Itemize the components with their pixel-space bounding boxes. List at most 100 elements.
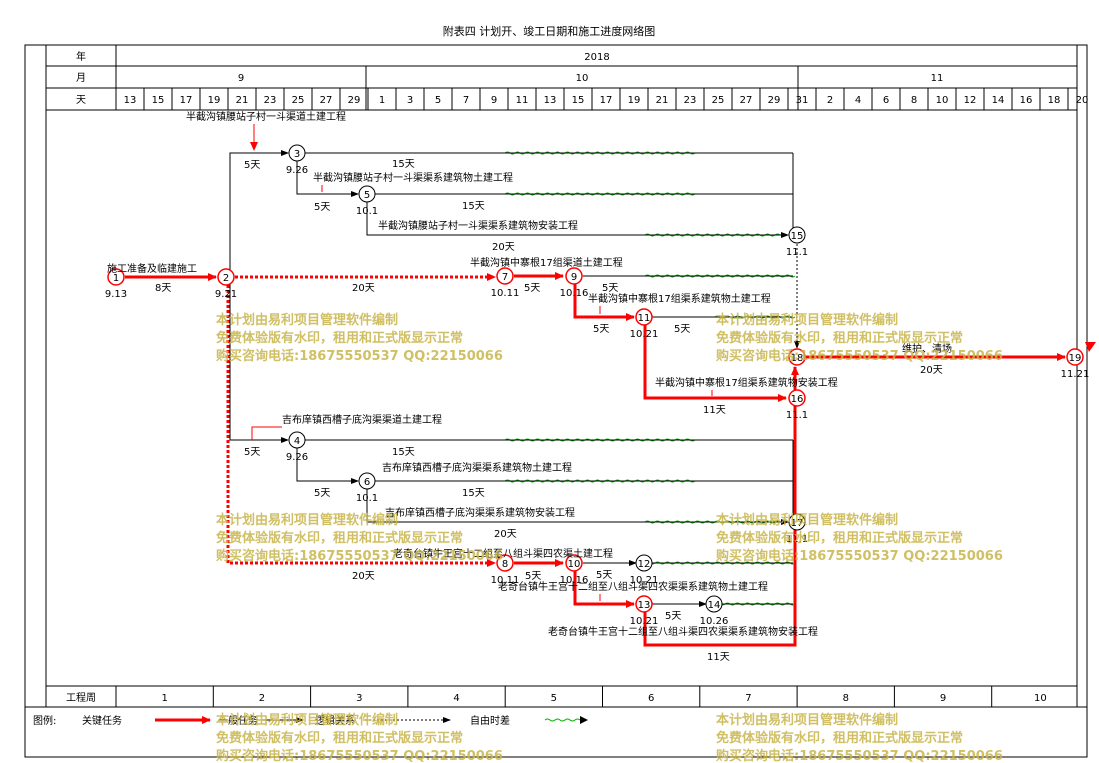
day-cell: 29 (348, 95, 361, 106)
task-14-duration: 20天 (920, 365, 943, 376)
end-flag-icon (1085, 342, 1096, 352)
node-id: 10 (568, 559, 581, 570)
day-cell: 31 (796, 95, 809, 106)
week-cell: 10 (1034, 693, 1047, 704)
task-7-name: 半截沟镇中寨根17组渠系建筑物安装工程 (655, 376, 838, 389)
node-date: 9.13 (105, 289, 127, 300)
month-10: 10 (576, 73, 589, 84)
watermark-line: 购买咨询电话:18675550537 QQ:22150066 (216, 348, 503, 364)
week-cell: 6 (648, 693, 654, 704)
day-cell: 23 (684, 95, 697, 106)
node-7: 710.11 (491, 267, 519, 299)
week-cell: 5 (551, 693, 557, 704)
task-6-name: 半截沟镇中寨根17组渠系建筑物土建工程 (588, 292, 771, 305)
week-cell: 7 (745, 693, 751, 704)
watermark-line: 本计划由易利项目管理软件编制 (716, 512, 898, 528)
day-cell: 19 (208, 95, 221, 106)
node-6: 610.1 (356, 472, 378, 504)
day-cell: 14 (992, 95, 1005, 106)
day-cell: 13 (544, 95, 557, 106)
node-id: 5 (364, 190, 370, 201)
node-id: 7 (502, 272, 508, 283)
outer-frame (24, 44, 1088, 758)
node-id: 14 (708, 600, 721, 611)
node-9: 910.16 (560, 267, 588, 299)
node-5: 510.1 (356, 185, 378, 217)
day-cell: 29 (768, 95, 781, 106)
node-date: 11.1 (786, 410, 808, 421)
day-cell: 8 (911, 95, 917, 106)
task-4-name: 半截沟镇腰站子村一斗渠渠系建筑物安装工程 (378, 219, 578, 232)
edge-label-20a: 20天 (352, 283, 375, 294)
node-date: 10.1 (356, 206, 378, 217)
day-cell: 10 (936, 95, 949, 106)
task-10-name: 吉布庠镇西槽子底沟渠渠系建筑物安装工程 (385, 506, 575, 519)
day-cell: 18 (1048, 95, 1061, 106)
day-cell: 15 (152, 95, 165, 106)
node-id: 6 (364, 477, 370, 488)
day-cell: 11 (516, 95, 529, 106)
node-date: 10.11 (491, 575, 520, 586)
task-8-name: 吉布庠镇西槽子底沟渠渠道土建工程 (282, 413, 442, 426)
day-cell: 9 (491, 95, 497, 106)
task-4-duration: 20天 (492, 242, 515, 253)
node-8: 810.11 (491, 554, 520, 586)
node-4: 49.26 (286, 431, 308, 463)
node-id: 13 (638, 600, 651, 611)
edge-label-20b: 20天 (352, 571, 375, 582)
legend-label: 图例: (33, 714, 56, 727)
watermark-line: 购买咨询电话:18675550537 QQ:22150066 (716, 348, 1003, 364)
general-tasks (229, 150, 794, 607)
day-cell: 25 (712, 95, 725, 106)
watermark-line: 本计划由易利项目管理软件编制 (716, 312, 898, 328)
day-cell: 25 (292, 95, 305, 106)
node-id: 8 (502, 559, 508, 570)
node-date: 11.21 (1061, 369, 1090, 380)
day-cell: 27 (320, 95, 333, 106)
week-cell: 9 (940, 693, 946, 704)
float-6b (644, 520, 781, 524)
node-id: 18 (791, 353, 804, 364)
float-label-6: 15天 (462, 488, 485, 499)
watermark-line: 免费体验版有水印，租用和正式版显示正常 (216, 730, 463, 746)
label-pointers (250, 124, 713, 601)
day-cell: 1 (379, 95, 385, 106)
node-2: 29.21 (215, 268, 237, 300)
node-id: 15 (791, 231, 804, 242)
watermark-line: 本计划由易利项目管理软件编制 (216, 712, 398, 728)
task-9-name: 吉布庠镇西槽子底沟渠渠系建筑物土建工程 (382, 461, 572, 474)
task-12-duration: 5天 (596, 570, 612, 581)
week-cell: 1 (161, 693, 167, 704)
legend-float-label: 自由时差 (470, 714, 510, 727)
month-11: 11 (931, 73, 944, 84)
day-cell: 21 (656, 95, 669, 106)
task-14-name: 维护、清场 (902, 342, 952, 355)
task-7-duration: 11天 (703, 405, 726, 416)
week-cell: 3 (356, 693, 362, 704)
float-label-4: 5天 (674, 324, 690, 335)
task-3-duration: 5天 (314, 202, 330, 213)
node-id: 12 (638, 559, 651, 570)
watermark-line: 购买咨询电话:18675550537 QQ:22150066 (216, 748, 503, 763)
float-label-5: 15天 (392, 447, 415, 458)
task-2-duration: 5天 (244, 160, 260, 171)
page-title: 附表四 计划开、竣工日期和施工进度网络图 (443, 24, 656, 38)
year-label: 年 (76, 50, 86, 63)
day-cell: 27 (740, 95, 753, 106)
watermark-line: 购买咨询电话:18675550537 QQ:22150066 (716, 548, 1003, 564)
float-5b (644, 233, 781, 237)
watermarks: 本计划由易利项目管理软件编制免费体验版有水印，租用和正式版显示正常购买咨询电话:… (216, 312, 1003, 763)
watermark-line: 购买咨询电话:18675550537 QQ:22150066 (216, 548, 503, 564)
day-cell: 7 (463, 95, 469, 106)
day-cell: 13 (124, 95, 137, 106)
node-3: 39.26 (286, 144, 308, 176)
task-5-name: 半截沟镇中寨根17组渠道土建工程 (470, 256, 623, 269)
task-13-duration: 11天 (707, 652, 730, 663)
